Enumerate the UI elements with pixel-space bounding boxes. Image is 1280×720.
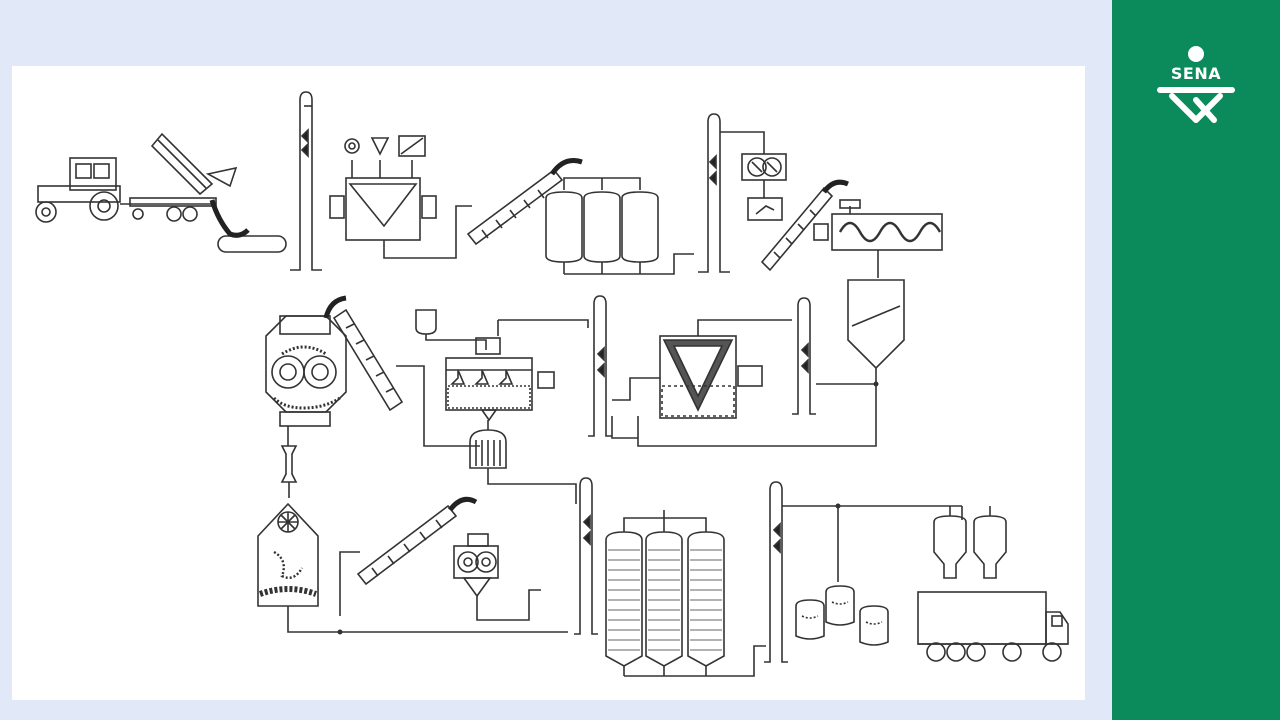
sena-logo-icon bbox=[1157, 46, 1235, 123]
logo-text: SENA bbox=[1170, 64, 1222, 83]
screw-conveyor-icon bbox=[356, 496, 478, 586]
bucket-elevator-icon bbox=[698, 113, 730, 273]
big-bag-icon bbox=[795, 585, 889, 646]
bucket-elevator-icon bbox=[290, 91, 322, 271]
hopper-icon bbox=[933, 506, 1007, 579]
storage-silo-icon bbox=[605, 510, 766, 677]
truck-icon bbox=[917, 591, 1069, 662]
roller-mill-icon bbox=[257, 502, 340, 633]
roller-mill-icon bbox=[453, 533, 541, 621]
hopper-icon bbox=[370, 137, 390, 156]
silo-icon bbox=[545, 177, 694, 275]
screen-icon bbox=[398, 135, 426, 157]
bucket-elevator-icon bbox=[792, 297, 816, 415]
bucket-elevator-icon bbox=[574, 477, 598, 635]
dosing-tank-icon bbox=[415, 309, 487, 350]
hopper-icon bbox=[280, 445, 298, 498]
intake-pit-icon bbox=[329, 160, 437, 241]
process-flow-diagram bbox=[35, 91, 1069, 677]
trailer-icon bbox=[120, 132, 238, 222]
tractor-icon bbox=[35, 157, 121, 223]
process-diagram-panel bbox=[12, 66, 1085, 700]
screw-conveyor-icon bbox=[760, 179, 849, 272]
scale-icon bbox=[747, 180, 783, 221]
flotation-tank-icon bbox=[445, 319, 589, 422]
fan-icon bbox=[344, 138, 360, 154]
conveyor-icon bbox=[209, 199, 287, 253]
sena-logo: SENA bbox=[1150, 42, 1242, 132]
hammer-mill-icon bbox=[265, 315, 347, 427]
bucket-elevator-icon bbox=[588, 295, 612, 437]
screw-conveyor-icon bbox=[323, 295, 404, 412]
mixer-icon bbox=[813, 199, 943, 251]
motor-icon bbox=[537, 371, 555, 389]
filter-icon bbox=[469, 420, 577, 504]
screw-conveyor-icon bbox=[466, 158, 583, 246]
bucket-elevator-icon bbox=[764, 481, 788, 663]
aspirator-icon bbox=[720, 131, 787, 181]
dryer-icon bbox=[659, 319, 792, 419]
cyclone-icon bbox=[847, 279, 905, 384]
